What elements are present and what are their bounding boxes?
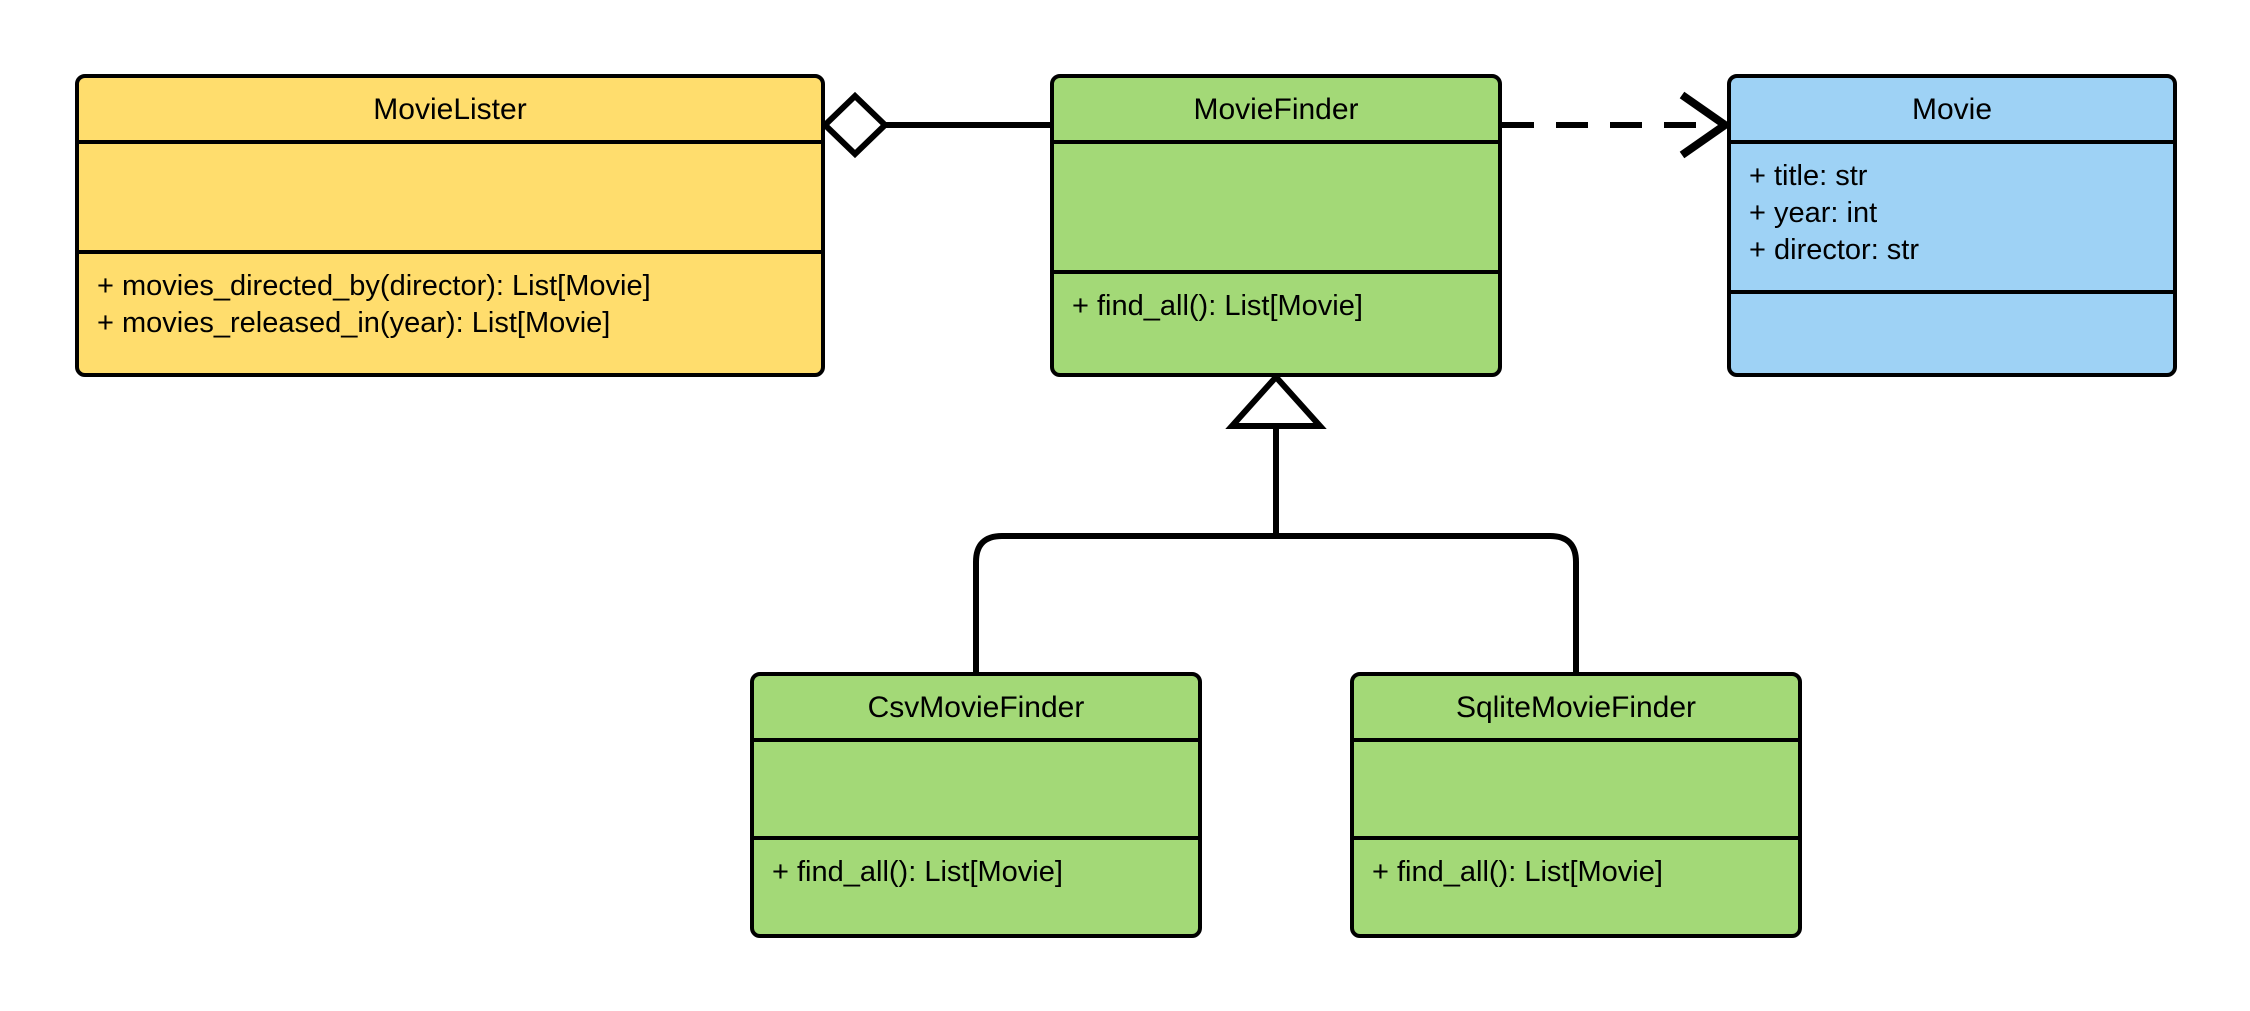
class-title-compartment: MovieFinder xyxy=(1054,78,1498,144)
hollow-triangle-icon xyxy=(1225,372,1327,429)
class-attributes-compartment: + title: str + year: int + director: str xyxy=(1731,144,2173,294)
class-title-compartment: Movie xyxy=(1731,78,2173,144)
generalization-branch-csv xyxy=(973,533,1276,672)
class-attributes-compartment xyxy=(79,144,821,254)
class-title-compartment: CsvMovieFinder xyxy=(754,676,1198,742)
class-attributes-compartment xyxy=(754,742,1198,840)
class-methods-compartment: + find_all(): List[Movie] xyxy=(1354,840,1798,891)
class-name-label: Movie xyxy=(1911,92,1993,126)
class-box-movie-finder[interactable]: MovieFinder + find_all(): List[Movie] xyxy=(1050,74,1502,377)
generalization-branch-sqlite xyxy=(1276,533,1579,672)
class-name-label: SqliteMovieFinder xyxy=(1455,690,1697,724)
method-line: + find_all(): List[Movie] xyxy=(1372,856,1663,888)
class-name-label: CsvMovieFinder xyxy=(867,690,1085,724)
class-methods-compartment: + find_all(): List[Movie] xyxy=(1054,274,1498,325)
attribute-line: + title: str xyxy=(1749,160,1868,192)
method-line: + movies_directed_by(director): List[Mov… xyxy=(97,270,651,302)
class-box-movie-lister[interactable]: MovieLister + movies_directed_by(directo… xyxy=(75,74,825,377)
hollow-diamond-icon xyxy=(820,91,890,159)
method-line: + find_all(): List[Movie] xyxy=(1072,290,1363,322)
open-arrow-icon xyxy=(1679,91,1732,159)
aggregation-lister-finder xyxy=(820,91,1050,159)
class-methods-compartment xyxy=(1731,294,2173,308)
dependency-finder-movie xyxy=(1502,91,1732,159)
attribute-line: + director: str xyxy=(1749,234,1920,267)
class-box-movie[interactable]: Movie + title: str + year: int + directo… xyxy=(1727,74,2177,377)
class-title-compartment: MovieLister xyxy=(79,78,821,144)
generalization-edges xyxy=(973,372,1579,672)
class-methods-compartment: + find_all(): List[Movie] xyxy=(754,840,1198,891)
class-box-csv-movie-finder[interactable]: CsvMovieFinder + find_all(): List[Movie] xyxy=(750,672,1202,938)
class-box-sqlite-movie-finder[interactable]: SqliteMovieFinder + find_all(): List[Mov… xyxy=(1350,672,1802,938)
class-name-label: MovieLister xyxy=(373,92,527,126)
class-attributes-compartment xyxy=(1054,144,1498,274)
class-name-label: MovieFinder xyxy=(1193,92,1359,126)
class-title-compartment: SqliteMovieFinder xyxy=(1354,676,1798,742)
method-line: + movies_released_in(year): List[Movie] xyxy=(97,307,611,340)
class-methods-compartment: + movies_directed_by(director): List[Mov… xyxy=(79,254,821,342)
method-line: + find_all(): List[Movie] xyxy=(772,856,1063,888)
class-attributes-compartment xyxy=(1354,742,1798,840)
attribute-line: + year: int xyxy=(1749,197,1878,230)
